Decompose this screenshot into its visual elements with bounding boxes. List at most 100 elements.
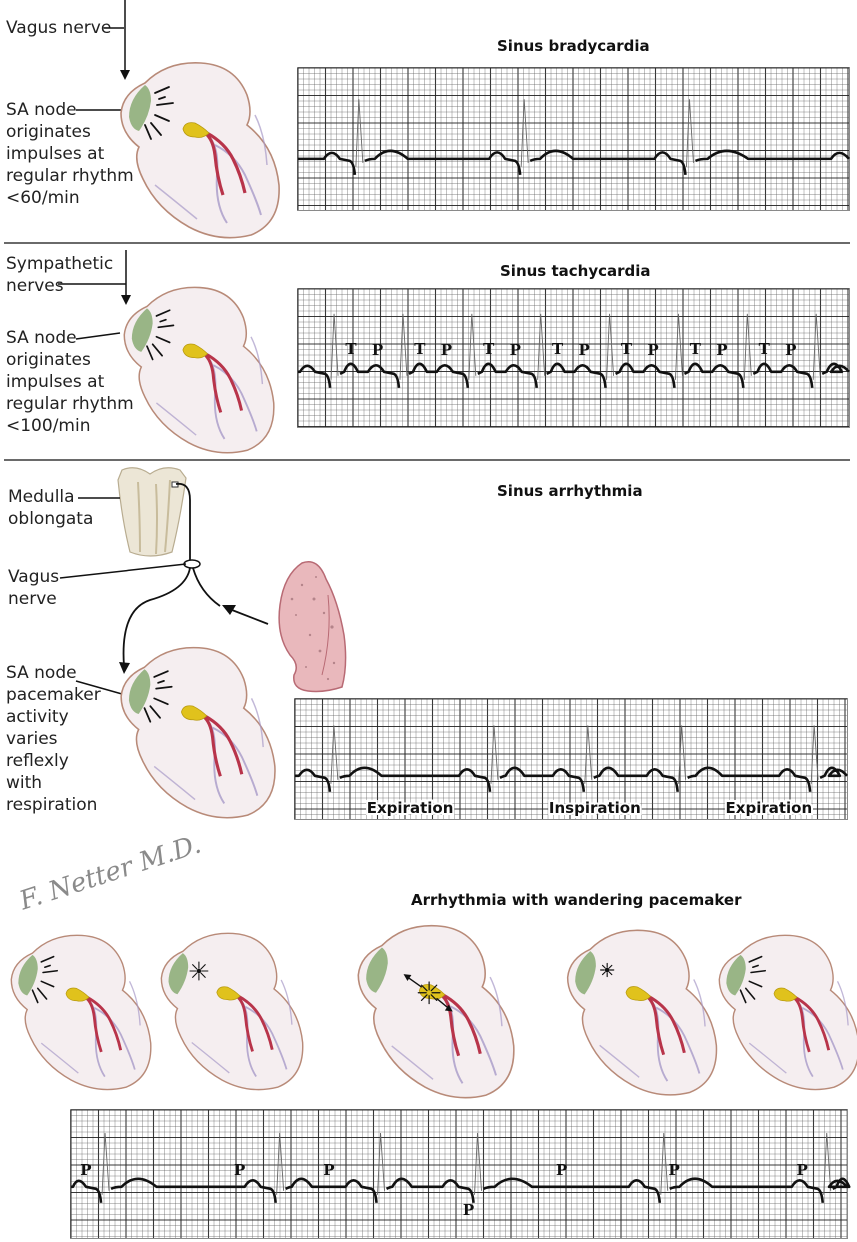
heart-illustration bbox=[10, 934, 152, 1091]
sa-node-leader-line bbox=[75, 680, 123, 695]
vagus-leader-line bbox=[59, 563, 187, 579]
impulse-symbol bbox=[600, 962, 615, 978]
av-node bbox=[181, 705, 208, 721]
p-wave-label: P bbox=[647, 341, 658, 359]
artist-signature: F. Netter M.D. bbox=[15, 829, 205, 917]
heart-outline bbox=[10, 934, 152, 1091]
bundle-of-his bbox=[202, 352, 244, 413]
impulse-ray bbox=[36, 987, 48, 1000]
heart-outline bbox=[718, 934, 857, 1091]
t-wave-label: T bbox=[345, 340, 357, 358]
r-wave-spike bbox=[330, 313, 339, 380]
impulse-focus bbox=[196, 968, 202, 974]
impulse-symbol bbox=[189, 961, 209, 981]
impulse-ray bbox=[155, 335, 171, 344]
retrograde-arrow bbox=[406, 976, 422, 988]
r-wave-spike bbox=[468, 313, 477, 380]
impulse-ray bbox=[40, 955, 55, 963]
vagus-nerve-label: Vagus nerve bbox=[6, 18, 112, 38]
impulse-symbol bbox=[143, 670, 173, 723]
ecg-waveform bbox=[71, 1177, 851, 1203]
ecg-waveform bbox=[298, 149, 850, 175]
r-wave-spike bbox=[660, 1133, 669, 1195]
impulse-ray bbox=[146, 345, 154, 361]
av-node bbox=[65, 987, 90, 1002]
medulla-oblongata-label: Medulla oblongata bbox=[8, 487, 94, 529]
t-wave-label: T bbox=[759, 340, 771, 358]
efferent-path bbox=[122, 567, 191, 667]
av-node bbox=[625, 986, 652, 1001]
r-wave-spike bbox=[520, 99, 529, 167]
r-wave-spike bbox=[537, 313, 546, 380]
heart-outline bbox=[123, 286, 275, 454]
r-wave-spike bbox=[810, 725, 819, 784]
bundle-of-his bbox=[203, 131, 247, 196]
impulse-ray bbox=[153, 670, 169, 678]
sa-node bbox=[129, 85, 151, 131]
p-wave-label: P bbox=[441, 341, 452, 359]
impulse-ray bbox=[155, 685, 173, 690]
section-title: Sinus arrhythmia bbox=[497, 482, 643, 500]
heart-illustration bbox=[357, 924, 515, 1099]
respiration-phase-label: Expiration bbox=[726, 799, 813, 817]
purkinje-fibers bbox=[391, 976, 503, 1080]
impulse-ray bbox=[149, 705, 161, 719]
section-title: Sinus tachycardia bbox=[500, 262, 651, 280]
purkinje-fibers bbox=[154, 114, 268, 220]
impulse-ray bbox=[192, 964, 198, 970]
ecg-trace-bradycardia bbox=[297, 67, 850, 210]
section-divider bbox=[4, 242, 850, 244]
sa-node bbox=[366, 947, 388, 993]
antegrade-arrow bbox=[436, 997, 450, 1010]
antegrade-arrow-head bbox=[444, 1004, 453, 1012]
impulse-ray bbox=[420, 994, 428, 1002]
impulse-ray bbox=[156, 102, 174, 106]
t-wave-label: T bbox=[414, 340, 426, 358]
impulse-ray bbox=[153, 697, 169, 706]
impulse-symbol bbox=[739, 955, 766, 1004]
av-node bbox=[182, 343, 209, 359]
impulse-ray bbox=[159, 318, 167, 323]
impulse-ray bbox=[155, 309, 171, 317]
r-wave-spike bbox=[330, 725, 339, 784]
ecg-grid bbox=[297, 67, 849, 210]
impulse-ray bbox=[739, 989, 747, 1004]
impulse-ray bbox=[151, 343, 163, 357]
heart-illustration bbox=[120, 646, 276, 819]
ecg-waveform bbox=[298, 362, 850, 388]
heart-illustration bbox=[566, 929, 718, 1096]
impulse-symbol bbox=[403, 974, 453, 1012]
heart-outline bbox=[120, 62, 280, 239]
bundle-of-his bbox=[201, 714, 244, 777]
p-wave-label: P bbox=[372, 341, 383, 359]
sa-node bbox=[131, 308, 153, 352]
purkinje-fibers bbox=[191, 979, 293, 1074]
r-wave-spike bbox=[743, 313, 752, 380]
heart-outline bbox=[120, 646, 276, 819]
p-wave-label: P bbox=[579, 341, 590, 359]
bundle-of-his bbox=[84, 995, 123, 1053]
p-wave-label: P bbox=[716, 341, 727, 359]
heart-outline bbox=[160, 932, 304, 1091]
av-node bbox=[216, 986, 241, 1001]
ecg-grid bbox=[297, 288, 849, 428]
vagus-arrow-head bbox=[120, 70, 130, 80]
impulse-ray bbox=[42, 969, 58, 974]
r-wave-spike bbox=[606, 313, 615, 380]
r-wave-spike bbox=[101, 1133, 110, 1195]
bundle-of-his bbox=[645, 995, 686, 1056]
r-wave-spike bbox=[584, 725, 593, 784]
p-wave-label: P bbox=[463, 1201, 474, 1219]
r-wave-spike bbox=[674, 313, 683, 380]
ecg-strip-bradycardia bbox=[297, 67, 850, 211]
av-node bbox=[182, 122, 210, 138]
impulse-focus bbox=[604, 967, 610, 973]
r-wave-spike bbox=[823, 1133, 832, 1195]
p-wave-label: P bbox=[234, 1161, 245, 1179]
impulse-ray bbox=[154, 114, 170, 122]
p-wave-label: P bbox=[556, 1161, 567, 1179]
